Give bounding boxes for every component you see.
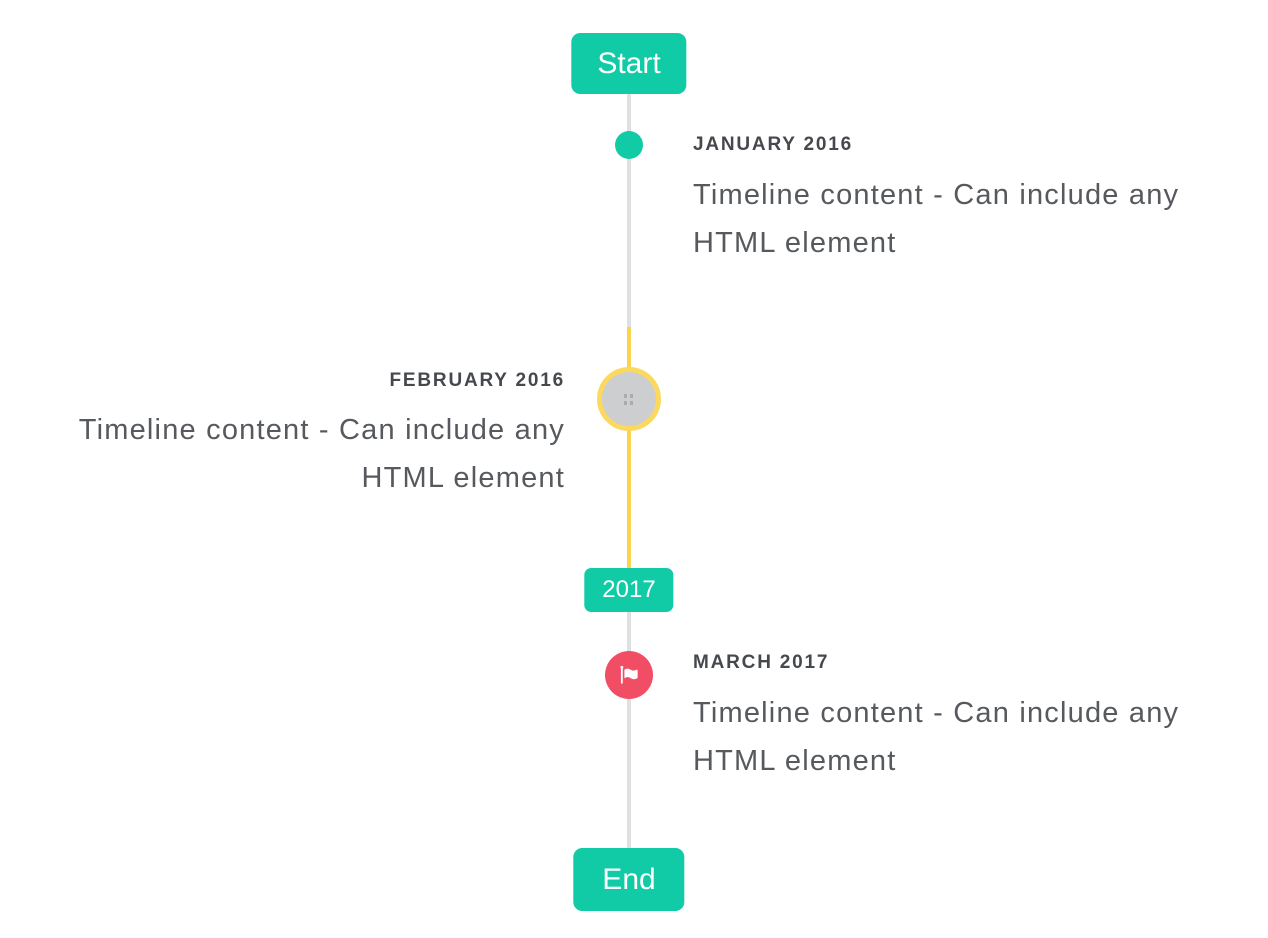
end-badge-label: End <box>602 862 656 896</box>
event-marker-flag-circle <box>605 651 653 699</box>
end-badge: End <box>573 848 685 911</box>
event-marker-image-circle <box>597 367 661 431</box>
flag-icon <box>620 665 638 684</box>
event-date-heading: MARCH 2017 <box>693 652 830 673</box>
start-badge: Start <box>571 33 687 94</box>
event-date-heading: JANUARY 2016 <box>693 134 853 155</box>
start-badge-label: Start <box>597 46 661 80</box>
broken-image-icon <box>622 393 636 406</box>
event-date-heading: FEBRUARY 2016 <box>389 370 565 391</box>
event-marker-dot <box>615 131 643 159</box>
event-content: Timeline content - Can include any HTML … <box>693 697 1180 777</box>
event-content: Timeline content - Can include any HTML … <box>78 414 565 494</box>
year-badge-label: 2017 <box>602 576 656 603</box>
year-badge: 2017 <box>584 568 674 612</box>
event-content: Timeline content - Can include any HTML … <box>693 179 1180 259</box>
timeline-line-highlight-segment <box>627 327 631 568</box>
